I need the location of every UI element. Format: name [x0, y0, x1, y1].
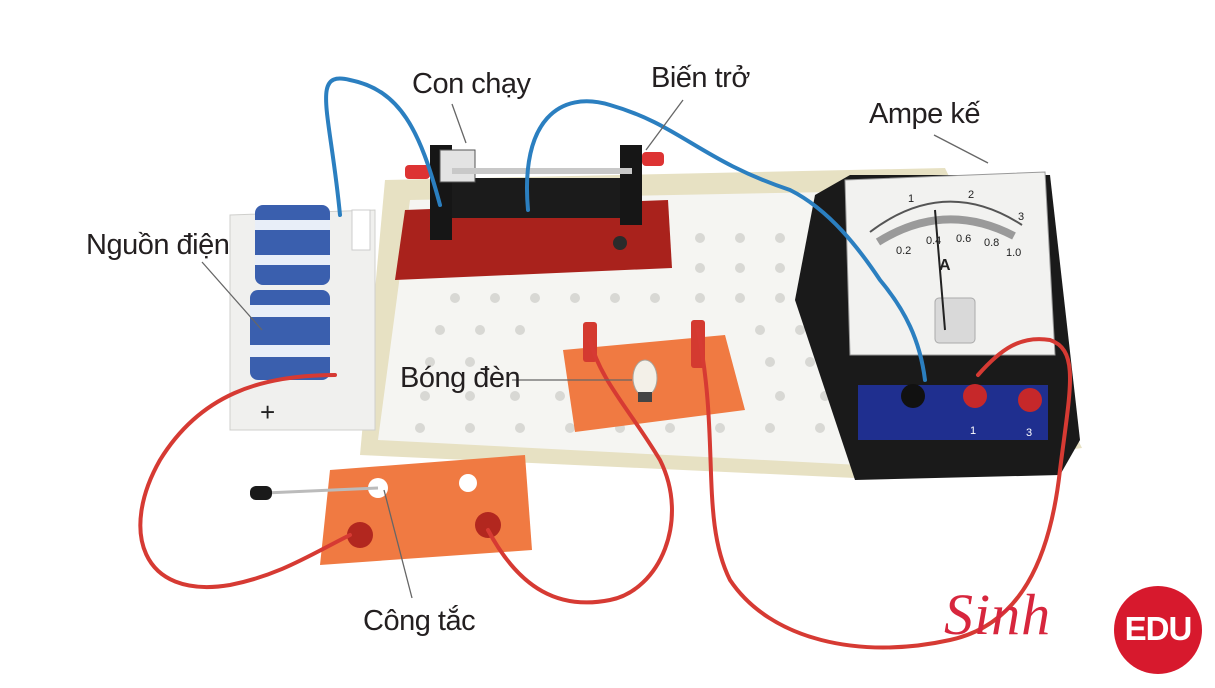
ammeter-unit: A [939, 257, 951, 274]
ammeter [795, 171, 1080, 480]
ammeter-scale-04: 0.4 [926, 235, 941, 247]
bulb-board [563, 320, 745, 432]
board-holes [415, 233, 830, 433]
ammeter-scale-1: 1 [908, 193, 914, 205]
ammeter-terminal-1: 1 [970, 425, 976, 437]
label-rheostat-slider: Con chạy [412, 68, 531, 100]
leader-lines [201, 99, 989, 599]
ammeter-face-text: 1 2 3 0.2 0.4 0.6 0.8 1.0 A 1 3 [896, 189, 1032, 439]
label-bulb: Bóng đèn [400, 362, 521, 394]
battery-holder [229, 205, 376, 431]
red-wire-1 [138, 373, 352, 589]
label-power-source: Nguồn điện [86, 229, 230, 261]
label-switch: Công tắc [363, 605, 476, 637]
ammeter-scale-10: 1.0 [1006, 247, 1021, 259]
brand-badge-text: EDU [1124, 610, 1193, 647]
switch-board [250, 455, 532, 565]
brand-badge [1114, 586, 1202, 674]
label-rheostat: Biến trở [651, 62, 750, 94]
blue-wire-2 [525, 99, 927, 382]
rheostat [395, 145, 672, 280]
ammeter-scale-08: 0.8 [984, 237, 999, 249]
ammeter-scale-3: 3 [1018, 211, 1024, 223]
brand-script: Sinh [944, 582, 1052, 647]
ammeter-scale-02: 0.2 [896, 245, 911, 257]
red-wire-2 [486, 338, 674, 605]
ammeter-scale-2: 2 [968, 189, 974, 201]
blue-wire-1 [324, 76, 442, 217]
brand-logo: Sinh EDU [944, 582, 1214, 682]
battery-plus-marker: + [260, 397, 276, 427]
label-ammeter: Ampe kế [869, 98, 980, 130]
red-wire-3 [696, 328, 1072, 650]
wires [138, 76, 1072, 650]
ammeter-terminal-3: 3 [1026, 427, 1032, 439]
ammeter-scale-06: 0.6 [956, 233, 971, 245]
